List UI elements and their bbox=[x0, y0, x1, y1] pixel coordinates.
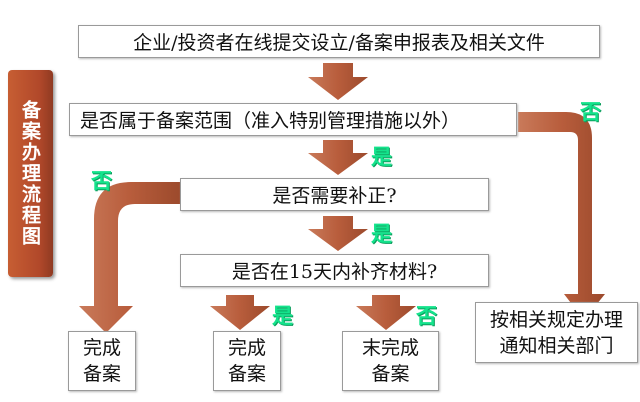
node-done-1: 完成备案 bbox=[68, 331, 136, 391]
node-text: 通知相关部门 bbox=[499, 334, 614, 357]
node-scope: 是否属于备案范围（准入特别管理措施以外） bbox=[69, 103, 517, 136]
node-text: 按相关规定办理 bbox=[489, 308, 623, 331]
node-text: 备案 bbox=[227, 363, 266, 385]
flowchart-title-banner: 备案办理流程图 bbox=[8, 70, 53, 277]
label-yes-2: 是 bbox=[371, 222, 392, 246]
node-supplement: 是否在15天内补齐材料? bbox=[180, 254, 489, 287]
arrow-curve-left bbox=[79, 182, 180, 333]
node-correction: 是否需要补正? bbox=[180, 178, 489, 211]
label-yes-3: 是 bbox=[272, 304, 293, 328]
label-no-2: 否 bbox=[91, 169, 112, 193]
node-text: 完成 bbox=[82, 337, 121, 359]
node-text: 备案 bbox=[82, 363, 121, 385]
label-no-1: 否 bbox=[580, 100, 601, 124]
arrow-down-2 bbox=[308, 140, 368, 175]
node-other-handling: 按相关规定办理通知相关部门 bbox=[475, 302, 638, 363]
node-text: 末完成 bbox=[361, 337, 419, 359]
arrow-down-1 bbox=[308, 63, 368, 100]
node-not-done: 末完成备案 bbox=[342, 331, 439, 391]
arrow-down-5 bbox=[356, 295, 416, 330]
node-text: 备案 bbox=[371, 363, 410, 385]
node-submit: 企业/投资者在线提交设立/备案申报表及相关文件 bbox=[78, 25, 600, 58]
node-done-2: 完成备案 bbox=[213, 331, 281, 391]
label-yes-1: 是 bbox=[371, 145, 392, 169]
arrow-down-3 bbox=[308, 216, 368, 251]
arrow-curve-right bbox=[518, 112, 605, 320]
arrow-down-4 bbox=[210, 295, 270, 330]
label-no-3: 否 bbox=[416, 304, 437, 328]
node-text: 完成 bbox=[227, 337, 266, 359]
